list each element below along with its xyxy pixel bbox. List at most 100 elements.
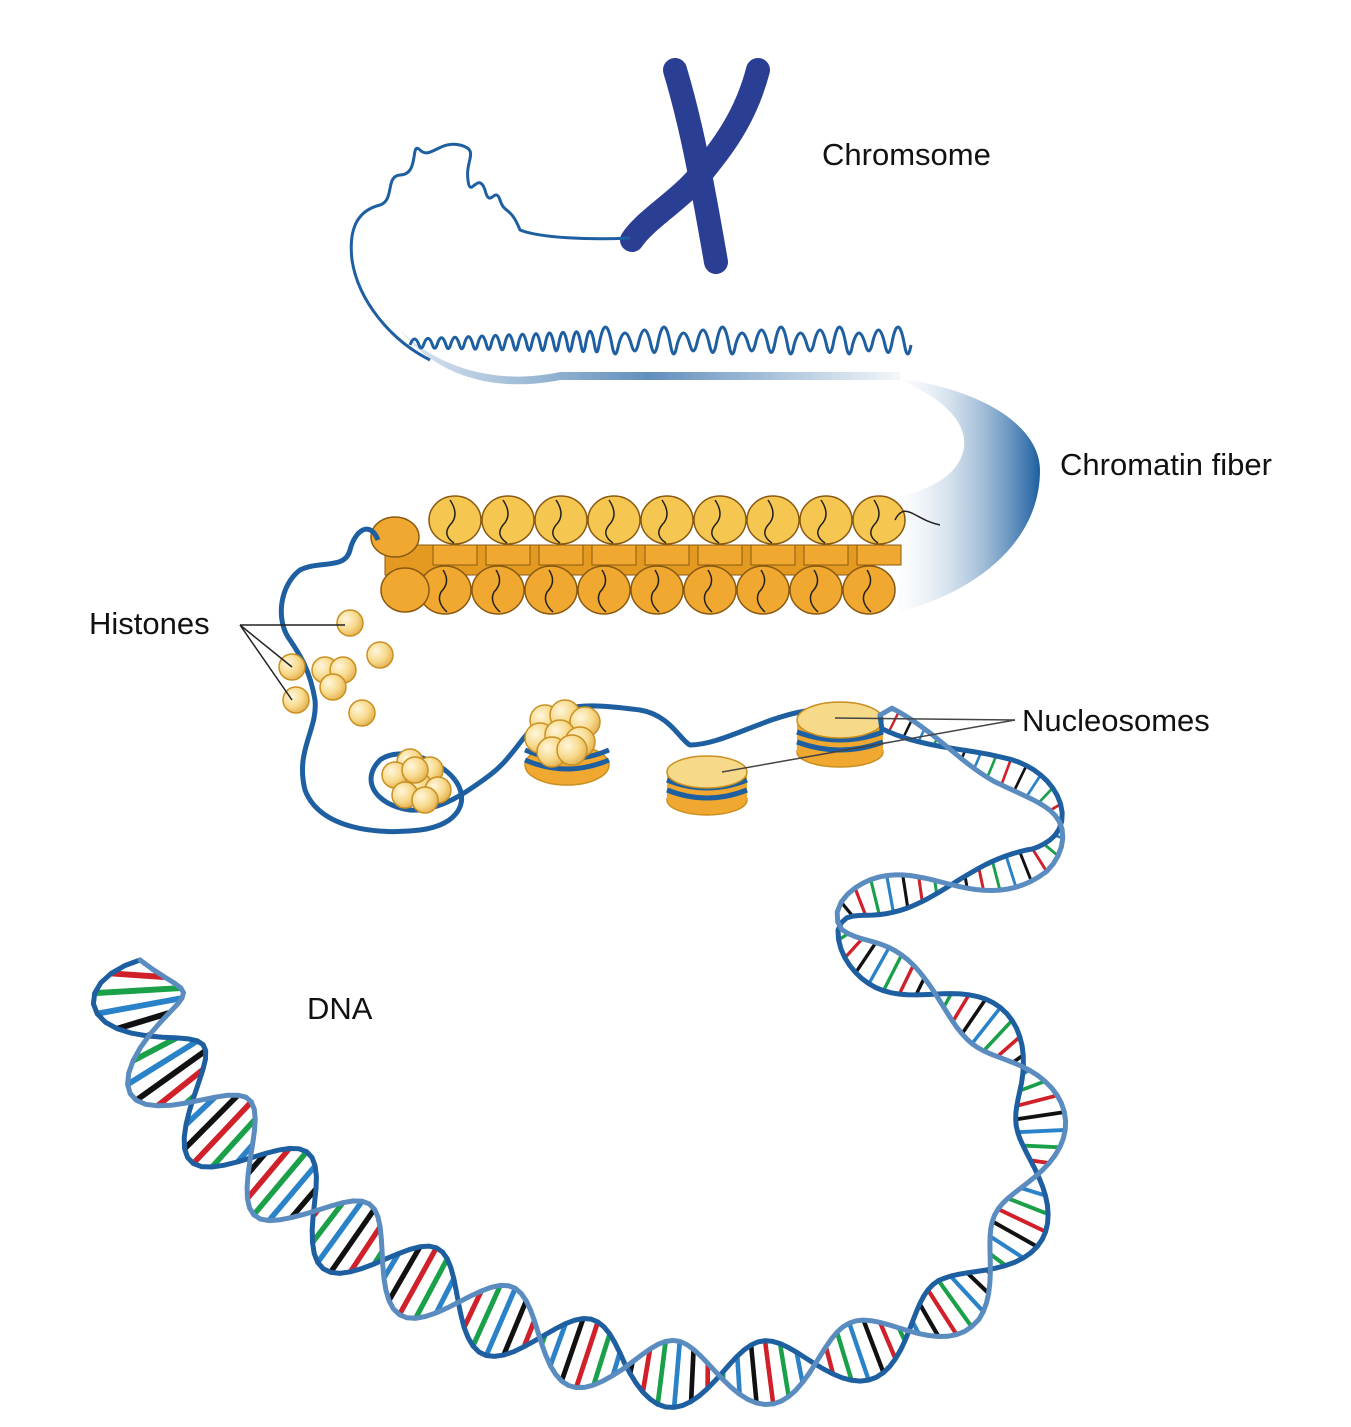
octamer-wrap: [524, 757, 610, 772]
base-pair: [861, 1319, 886, 1374]
base-pair: [878, 1321, 898, 1360]
base-pair: [1020, 1186, 1046, 1198]
fiber-bottom-dna: [650, 569, 660, 613]
fiber-tail: [894, 510, 941, 526]
base-pair: [901, 874, 910, 909]
base-pair: [997, 1207, 1047, 1234]
base-pair: [573, 1321, 601, 1389]
base-pair: [126, 1038, 199, 1087]
fiber-top-lobe: [852, 495, 906, 545]
fiber-top-dna: [711, 499, 721, 544]
label-chromosome: Chromsome: [822, 137, 991, 172]
base-pair: [926, 1288, 959, 1336]
base-pair: [902, 719, 913, 738]
base-pair: [847, 1322, 871, 1381]
base-pair: [977, 867, 986, 891]
base-pair: [748, 1344, 759, 1404]
base-pair: [266, 1164, 318, 1223]
fiber-bottom-dna: [438, 569, 448, 613]
histone-ball: [366, 641, 394, 669]
fiber-to-histone-strand: [278, 526, 465, 835]
chromosome-strand: [349, 142, 631, 362]
helix-guide: [138, 715, 1061, 1376]
fiber-top-lobe: [534, 495, 588, 545]
base-pair: [834, 1331, 854, 1381]
fiber-top-dna: [870, 499, 880, 544]
base-pair: [1022, 1143, 1060, 1150]
fiber-bottom-lobe: [471, 565, 525, 615]
base-pair: [155, 1067, 205, 1109]
base-pair: [777, 1343, 791, 1397]
base-pair: [434, 1277, 457, 1314]
base-pair: [973, 752, 983, 770]
fiber-brick: [432, 544, 478, 566]
fiber-top-dna: [499, 499, 509, 544]
fiber-top-dna: [658, 499, 668, 544]
fiber-brick: [485, 544, 531, 566]
base-pair: [885, 875, 895, 913]
fiber-bottom-dna: [809, 569, 819, 613]
chromatin-fiber: [370, 495, 941, 615]
base-pair: [386, 1245, 423, 1302]
histone-ball: [556, 734, 588, 766]
base-pair: [1037, 786, 1054, 804]
base-pair: [970, 1006, 1002, 1045]
fiber-brick: [644, 544, 690, 566]
base-pair: [936, 1279, 974, 1328]
base-pair: [501, 1299, 529, 1357]
nucleosome-disc-1: [666, 755, 748, 816]
fiber-top-lobe: [693, 495, 747, 545]
fiber-top-lobe: [799, 495, 853, 545]
coil-squiggle: [408, 325, 913, 356]
fiber-top-lobe: [587, 495, 641, 545]
base-pair: [671, 1341, 683, 1408]
fiber-top-lobe: [481, 495, 535, 545]
base-pair: [843, 937, 864, 959]
histone-ball: [319, 673, 347, 701]
base-pair: [94, 985, 182, 997]
label-nucleosomes: Nucleosomes: [1022, 703, 1210, 738]
histone-ball: [411, 786, 439, 814]
fiber-brick: [697, 544, 743, 566]
base-pair: [1025, 774, 1042, 798]
fiber-bottom-dna: [597, 569, 607, 613]
base-pair: [315, 1199, 365, 1264]
fiber-top-lobe: [428, 495, 482, 545]
fiber-end-lobe: [370, 516, 420, 558]
base-pair: [897, 964, 915, 995]
fiber-bottom-lobe: [630, 565, 684, 615]
fiber-top-dna: [605, 499, 615, 544]
base-pair: [96, 995, 183, 1017]
base-pair: [996, 1035, 1022, 1058]
helix-strand-a: [90, 712, 1065, 1410]
base-pair: [1007, 1196, 1049, 1216]
base-pair: [991, 1219, 1039, 1249]
base-pair: [839, 901, 854, 918]
base-pair: [184, 1095, 217, 1127]
histone-octamer-1: [381, 748, 452, 814]
base-pair: [397, 1246, 439, 1316]
fiber-brick: [856, 544, 902, 566]
nucleosomes-leader-lines: [721, 717, 1016, 773]
base-pair: [591, 1333, 612, 1386]
base-pair: [191, 1099, 254, 1166]
base-pair: [328, 1207, 377, 1274]
base-pair: [794, 1351, 805, 1383]
base-pair: [1042, 842, 1059, 857]
base-pair: [1015, 1110, 1065, 1122]
base-pair: [116, 1010, 170, 1032]
base-pair: [965, 1271, 991, 1295]
base-pair: [640, 1348, 653, 1393]
base-pair: [655, 1341, 668, 1405]
base-pair: [461, 1289, 484, 1329]
chromatin-coils: [408, 325, 913, 356]
base-pair: [289, 1187, 319, 1220]
fiber-brick: [750, 544, 796, 566]
base-pair: [688, 1349, 696, 1402]
base-pair: [853, 887, 868, 916]
base-pair: [948, 1274, 985, 1313]
loose-histones: [278, 609, 394, 727]
base-pair: [548, 1322, 568, 1367]
base-pair: [869, 879, 881, 915]
